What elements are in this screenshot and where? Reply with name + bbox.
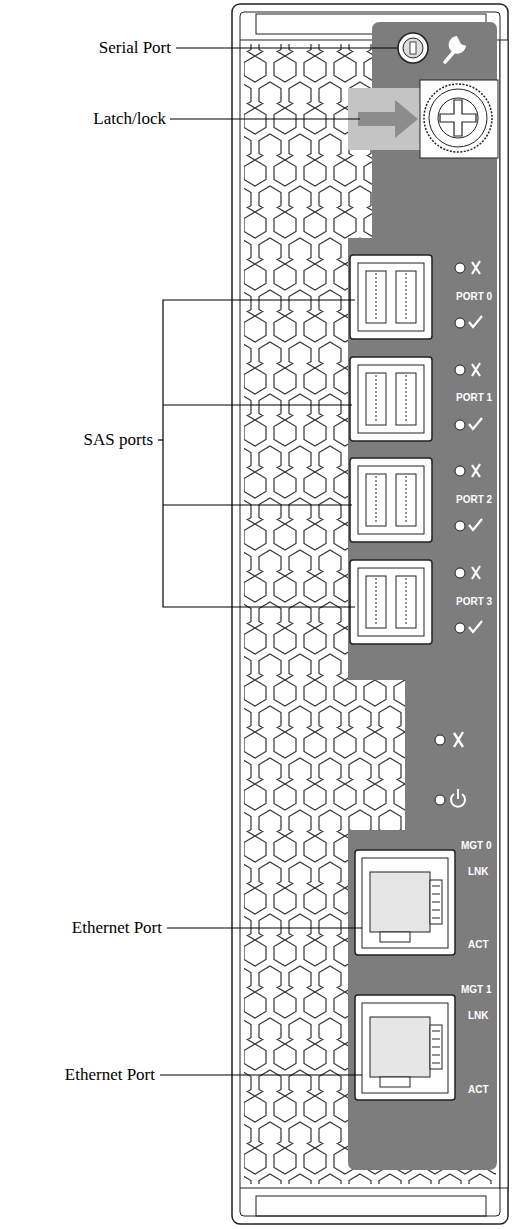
status-leds bbox=[435, 261, 482, 807]
port-label-text: PORT 0 bbox=[456, 291, 492, 302]
port-label: PORT 3 bbox=[456, 596, 492, 608]
led-label: ACT bbox=[468, 1084, 489, 1096]
latch-band bbox=[348, 88, 432, 150]
callout-label: Serial Port bbox=[99, 38, 171, 58]
control-panel bbox=[348, 22, 497, 1170]
led-label: LNK bbox=[468, 1010, 489, 1022]
sas-port-connectors bbox=[350, 255, 432, 644]
port-label: PORT 1 bbox=[456, 392, 492, 404]
module-inner-frame bbox=[240, 12, 500, 1216]
callout-label: Ethernet Port bbox=[65, 1065, 155, 1085]
module-frame bbox=[232, 4, 508, 1224]
callout-label: Ethernet Port bbox=[72, 918, 162, 938]
ethernet-connectors bbox=[355, 850, 455, 1100]
port-label-text: PORT 3 bbox=[456, 596, 492, 607]
led-label-text: ACT bbox=[468, 939, 489, 950]
port-label-text: PORT 1 bbox=[456, 392, 492, 403]
port-label: MGT 1 bbox=[461, 984, 492, 996]
led-label: LNK bbox=[468, 866, 489, 878]
callout-label-text: Latch/lock bbox=[93, 109, 166, 128]
latch-knob bbox=[424, 84, 492, 152]
callout-label-text: Serial Port bbox=[99, 38, 171, 57]
led-label-text: LNK bbox=[468, 866, 489, 877]
callout-label: SAS ports bbox=[84, 430, 153, 450]
led-label-text: LNK bbox=[468, 1010, 489, 1021]
serial-port bbox=[398, 33, 428, 63]
led-label-text: ACT bbox=[468, 1084, 489, 1095]
led-label: ACT bbox=[468, 939, 489, 951]
callout-label-text: Ethernet Port bbox=[65, 1065, 155, 1084]
port-label: MGT 0 bbox=[461, 840, 492, 852]
wrench-icon bbox=[445, 38, 464, 62]
port-label: PORT 2 bbox=[456, 494, 492, 506]
callout-label-text: Ethernet Port bbox=[72, 918, 162, 937]
port-label-text: PORT 2 bbox=[456, 494, 492, 505]
latch-arrow bbox=[358, 100, 418, 138]
port-label: PORT 0 bbox=[456, 291, 492, 303]
port-label-text: MGT 1 bbox=[461, 984, 492, 995]
port-label-text: MGT 0 bbox=[461, 840, 492, 851]
callout-label-text: SAS ports bbox=[84, 430, 153, 449]
callout-label: Latch/lock bbox=[93, 109, 166, 129]
leader-lines bbox=[158, 48, 398, 1075]
